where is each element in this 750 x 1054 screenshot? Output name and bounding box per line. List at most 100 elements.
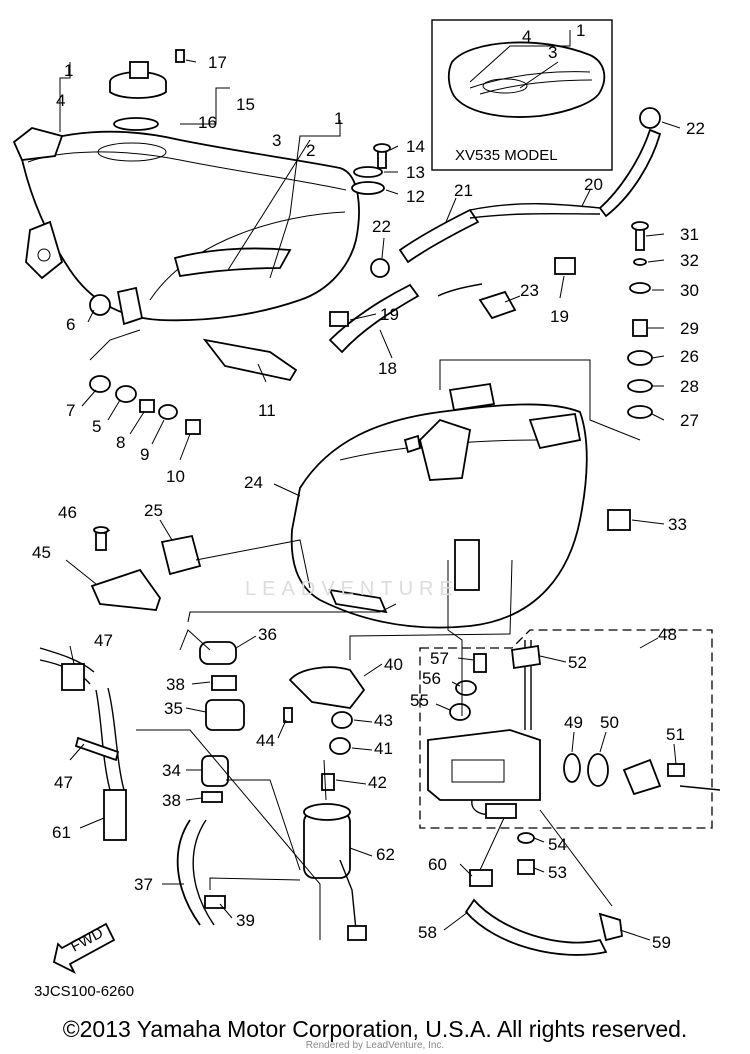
callout: 15 bbox=[236, 95, 255, 114]
bolt-14-head bbox=[373, 143, 391, 153]
bolt-31 bbox=[635, 227, 645, 251]
washer-30 bbox=[629, 282, 651, 294]
fwd-arrow-shape bbox=[52, 922, 116, 975]
inner-tank-top-mount bbox=[448, 382, 496, 412]
petcock-assembly-48 bbox=[419, 629, 721, 875]
bolt-31-head bbox=[631, 221, 649, 231]
callout: 31 bbox=[680, 225, 699, 244]
leader-54 bbox=[533, 837, 545, 843]
bolt-42 bbox=[321, 773, 335, 791]
leader-1-2-3 bbox=[269, 120, 341, 279]
inset-stripe bbox=[469, 71, 591, 89]
callout: 29 bbox=[680, 319, 699, 338]
clip-22-top bbox=[639, 107, 661, 129]
petcock-screw-line bbox=[679, 785, 721, 791]
leader-15-16 bbox=[180, 87, 230, 125]
callout: 25 bbox=[144, 501, 163, 520]
pump-lead bbox=[339, 859, 357, 931]
leader-1-4 bbox=[59, 62, 71, 132]
callout: 38 bbox=[166, 675, 185, 694]
damper-5 bbox=[115, 385, 137, 403]
callout: 22 bbox=[372, 217, 391, 236]
leader-42-pump bbox=[323, 759, 327, 801]
leader-47b bbox=[69, 743, 85, 761]
leader-19-left bbox=[349, 313, 377, 321]
callout: 41 bbox=[374, 739, 393, 758]
leader-25-tank bbox=[195, 539, 311, 589]
callout: 19 bbox=[380, 305, 399, 324]
right-hardware-column bbox=[627, 221, 653, 419]
cap-lock bbox=[129, 61, 149, 79]
leader-32 bbox=[647, 259, 665, 263]
tank-front-cover bbox=[12, 127, 64, 161]
leader-44 bbox=[277, 719, 287, 739]
clip-38-top bbox=[211, 675, 237, 691]
callout: 38 bbox=[162, 791, 181, 810]
callout: 1 bbox=[576, 21, 585, 40]
callout: 47 bbox=[94, 631, 113, 650]
leader-25 bbox=[159, 519, 173, 541]
callout: 44 bbox=[256, 731, 275, 750]
leader-40 bbox=[363, 663, 383, 677]
callout: 21 bbox=[454, 181, 473, 200]
leader-39-link bbox=[209, 877, 301, 890]
leader-18 bbox=[379, 329, 393, 359]
cable-tie-47 bbox=[74, 736, 120, 762]
washer-13 bbox=[353, 166, 383, 178]
inner-tank-lower-bracket bbox=[328, 588, 388, 614]
leader-59 bbox=[619, 929, 651, 941]
tank-front-bracket bbox=[25, 220, 64, 280]
callout: 58 bbox=[418, 923, 437, 942]
tank-mount-hardware bbox=[89, 294, 298, 435]
inner-tank-rear-mount bbox=[528, 412, 582, 450]
inset-emblem bbox=[482, 78, 528, 94]
leader-39 bbox=[219, 903, 233, 919]
leader-62 bbox=[349, 847, 373, 857]
screw-44 bbox=[283, 707, 293, 723]
callout: 28 bbox=[680, 377, 699, 396]
leader-53 bbox=[533, 867, 545, 873]
leader-31 bbox=[645, 233, 665, 237]
leader-58 bbox=[443, 911, 469, 931]
callout: 3 bbox=[548, 43, 557, 62]
petcock-body bbox=[427, 729, 541, 801]
fuel-tank-body bbox=[18, 130, 360, 322]
damper-28 bbox=[627, 379, 653, 393]
damper-27 bbox=[627, 405, 653, 419]
callout: 42 bbox=[368, 773, 387, 792]
callout: 26 bbox=[680, 347, 699, 366]
clip-38-bottom bbox=[201, 791, 223, 803]
callout: 61 bbox=[52, 823, 71, 842]
clamp-23 bbox=[478, 290, 517, 320]
fuel-tank-seam bbox=[27, 151, 347, 191]
mounting-hardware-top bbox=[328, 107, 662, 354]
collar-29 bbox=[632, 319, 648, 337]
leader-19-right bbox=[559, 275, 565, 299]
callout: 60 bbox=[428, 855, 447, 874]
callout: 10 bbox=[166, 467, 185, 486]
hose-36 bbox=[199, 641, 237, 665]
leader-43 bbox=[353, 719, 373, 723]
gasket-49 bbox=[563, 753, 581, 783]
callout: 18 bbox=[378, 359, 397, 378]
callout: 34 bbox=[162, 761, 181, 780]
petcock-cover bbox=[622, 758, 662, 796]
callout: 55 bbox=[410, 691, 429, 710]
cap-skirt bbox=[109, 82, 167, 99]
leader-42 bbox=[335, 779, 367, 785]
callout: 45 bbox=[32, 543, 51, 562]
washer-9 bbox=[158, 404, 178, 420]
washer-56 bbox=[455, 680, 477, 696]
inset-frame bbox=[431, 19, 613, 171]
callout: 54 bbox=[548, 835, 567, 854]
xv535-inset: XV535 MODEL bbox=[431, 19, 613, 171]
fuel-hose-21 bbox=[398, 208, 480, 264]
grommet-55 bbox=[449, 703, 471, 721]
center-lower-parts bbox=[283, 666, 367, 941]
clip-60 bbox=[469, 869, 493, 887]
screw-51 bbox=[667, 763, 685, 777]
callout: 4 bbox=[522, 27, 531, 46]
wiring-harness bbox=[39, 647, 127, 841]
callout: 48 bbox=[658, 625, 677, 644]
leader-35 bbox=[185, 707, 207, 713]
